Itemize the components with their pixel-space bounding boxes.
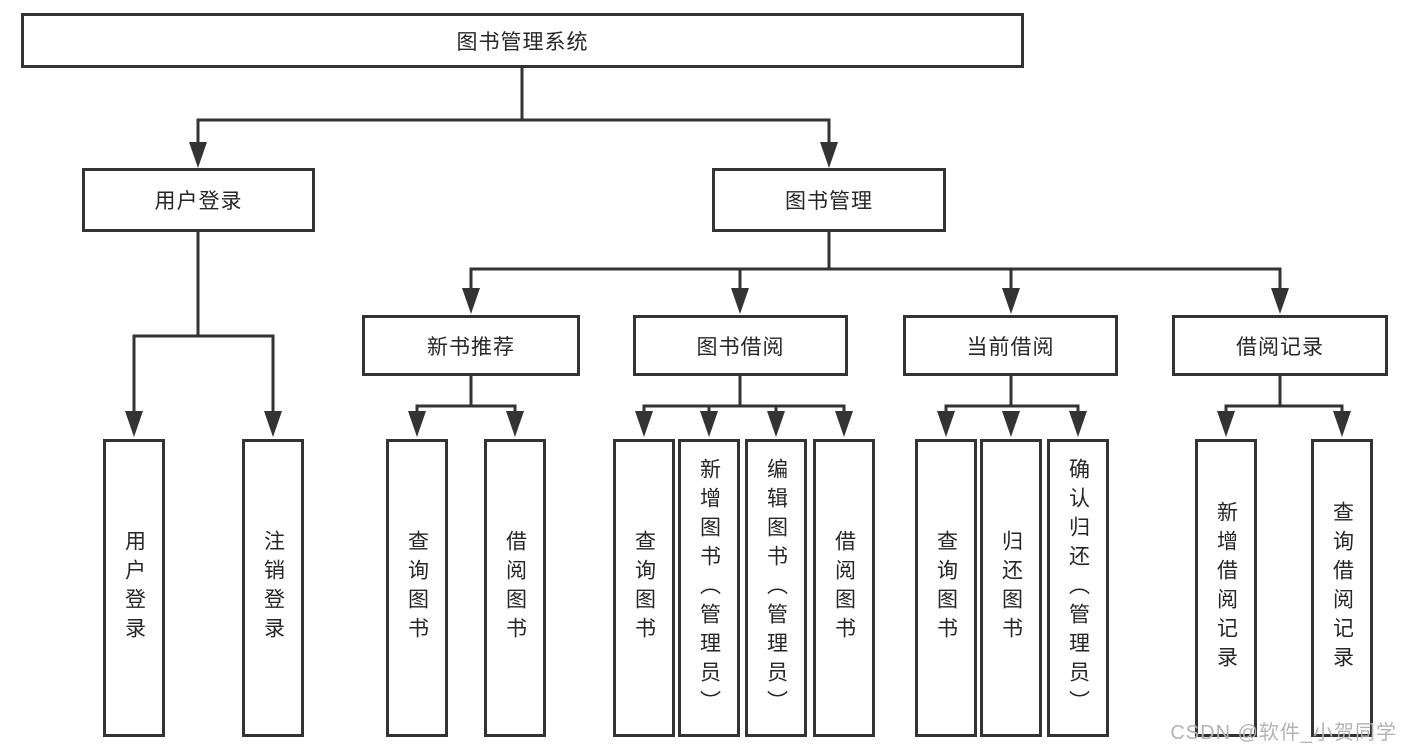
root-connector <box>196 68 831 146</box>
arrow-down-icon <box>1002 288 1020 314</box>
leaf-add-borrow-record: 新增借阅记录 <box>1195 439 1257 737</box>
node-book-borrowing: 图书借阅 <box>633 315 848 376</box>
group-connectors <box>415 376 1344 416</box>
arrow-down-icon <box>731 288 749 314</box>
arrow-down-icon <box>462 288 480 314</box>
node-root-system: 图书管理系统 <box>21 13 1024 68</box>
arrow-down-icon <box>937 411 955 437</box>
leaf-add-books-admin: 新增图书（管理员） <box>678 439 740 737</box>
leaf-return-books: 归还图书 <box>980 439 1042 737</box>
login-connector <box>132 232 275 416</box>
leaf-user-login: 用户登录 <box>103 439 165 737</box>
arrow-down-icon <box>700 411 718 437</box>
leaf-query-borrow-record: 查询借阅记录 <box>1311 439 1373 737</box>
arrow-down-icon <box>1217 411 1235 437</box>
arrow-down-icon <box>835 411 853 437</box>
arrow-down-icon <box>635 411 653 437</box>
arrow-down-icon <box>1271 288 1289 314</box>
leaf-logout: 注销登录 <box>242 439 304 737</box>
arrow-down-icon <box>767 411 785 437</box>
leaf-query-books: 查询图书 <box>613 439 675 737</box>
management-connector <box>469 232 1282 292</box>
arrow-down-icon <box>1333 411 1351 437</box>
arrow-down-icon <box>264 411 282 437</box>
arrow-down-icon <box>189 142 207 168</box>
node-borrowing-records: 借阅记录 <box>1172 315 1388 376</box>
arrow-down-icon <box>820 142 838 168</box>
arrow-down-icon <box>408 411 426 437</box>
node-new-book-recommendation: 新书推荐 <box>362 315 580 376</box>
leaf-edit-books-admin: 编辑图书（管理员） <box>745 439 807 737</box>
node-user-login: 用户登录 <box>82 168 315 232</box>
arrow-down-icon <box>506 411 524 437</box>
arrow-down-icon <box>1069 411 1087 437</box>
leaf-borrow-books: 借阅图书 <box>484 439 546 737</box>
arrow-down-icon <box>125 411 143 437</box>
node-book-management: 图书管理 <box>712 168 946 232</box>
csdn-watermark: CSDN @软件_小贺同学 <box>1170 722 1397 744</box>
arrow-down-icon <box>1002 411 1020 437</box>
leaf-confirm-return-admin: 确认归还（管理员） <box>1047 439 1109 737</box>
leaf-borrow-books: 借阅图书 <box>813 439 875 737</box>
leaf-query-books: 查询图书 <box>915 439 977 737</box>
node-current-borrowing: 当前借阅 <box>903 315 1118 376</box>
leaf-query-books: 查询图书 <box>386 439 448 737</box>
